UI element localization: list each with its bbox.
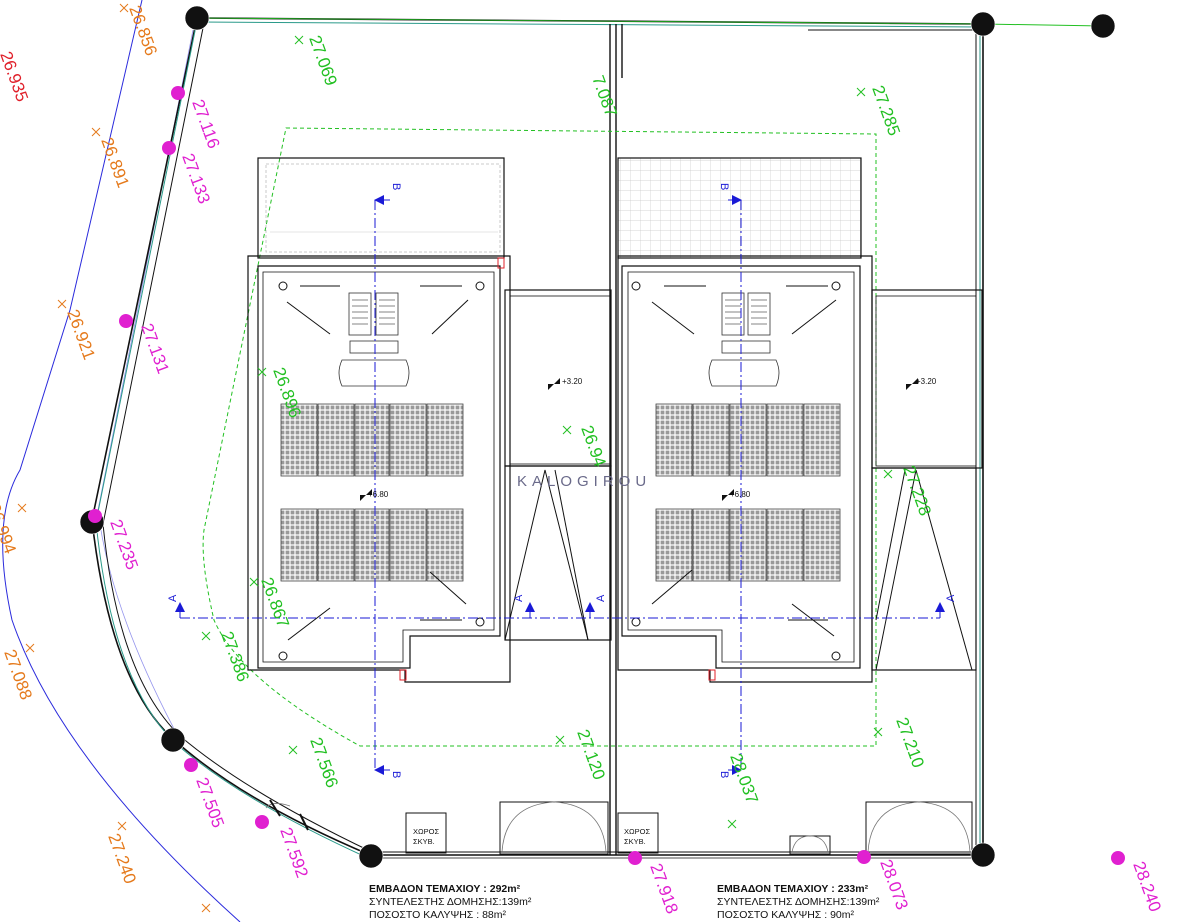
section-label-b: B (390, 771, 402, 778)
bin-label: ΧΩΡΟΣ (413, 827, 439, 836)
elevation-label: 26.94 (577, 423, 609, 469)
section-label-a: A (513, 594, 525, 602)
carport-triangles (504, 469, 973, 671)
building-factor-row: ΣΥΝΤΕΛΕΣΤΗΣ ΔΟΜΗΣΗΣ:139m² (369, 896, 531, 909)
roof-slope-lines (286, 285, 837, 641)
elevation-label: 28.240 (1129, 859, 1165, 914)
coverage-label: ΠΟΣΟΣΤΟ ΚΑΛΥΨΗΣ : (369, 909, 480, 921)
elevation-label: 27.131 (137, 321, 173, 376)
plot-area-label: ΕΜΒΑΔΟΝ ΤΕΜΑΧΙΟΥ : (369, 883, 487, 895)
level-mark: +6.80 (730, 490, 751, 499)
section-label-a: A (167, 594, 179, 602)
building-line-dashed (202, 127, 877, 747)
right-house (617, 157, 983, 683)
coverage-row: ΠΟΣΟΣΤΟ ΚΑΛΥΨΗΣ : 88m² (369, 909, 531, 922)
orange-tick-marks (17, 3, 211, 913)
elevation-label: 26.994 (0, 501, 20, 556)
plot-area-label: ΕΜΒΑΔΟΝ ΤΕΜΑΧΙΟΥ : (717, 883, 835, 895)
red-wall-marks (399, 257, 716, 681)
plot-area-value: 292m² (489, 883, 521, 895)
elevation-label: 27.133 (178, 151, 214, 206)
water-heaters (338, 292, 780, 387)
roof-drains (278, 281, 841, 661)
bin-enclosures (405, 801, 973, 855)
section-label-b: B (718, 771, 730, 778)
building-factor-value: 139m² (501, 896, 532, 908)
section-label-b: B (718, 183, 730, 190)
elevation-label: 26.891 (97, 135, 133, 190)
coverage-label: ΠΟΣΟΣΤΟ ΚΑΛΥΨΗΣ : (717, 909, 828, 921)
elevation-label: 27.592 (276, 825, 312, 880)
party-wall (609, 24, 623, 855)
road-edge-blue-line (2, 0, 241, 922)
building-factor-row: ΣΥΝΤΕΛΕΣΤΗΣ ΔΟΜΗΣΗΣ:139m² (717, 896, 879, 909)
elevation-label: 27.116 (188, 97, 223, 151)
plot-info-left: ΕΜΒΑΔΟΝ ΤΕΜΑΧΙΟΥ : 292m² ΣΥΝΤΕΛΕΣΤΗΣ ΔΟΜ… (369, 883, 531, 922)
right-solar-panels (655, 403, 841, 582)
elevation-label: 26.896 (269, 365, 305, 420)
elevation-label: 27.228 (899, 463, 935, 518)
plot-area-value: 233m² (837, 883, 869, 895)
elevation-label: 27.210 (892, 715, 928, 770)
elevation-label: 27.069 (305, 33, 341, 88)
elevation-label: 26.935 (0, 49, 32, 104)
elevation-label: 26.921 (63, 307, 99, 362)
bin-label: ΣΚΥΒ. (624, 837, 646, 846)
elevation-label: 26.867 (257, 575, 293, 630)
gate-swings (265, 799, 971, 853)
green-spot-marks (201, 35, 893, 829)
level-mark: +3.20 (562, 377, 583, 386)
level-mark: +6.80 (368, 490, 389, 499)
elevation-label: 28.073 (876, 857, 912, 912)
plot-area-row: ΕΜΒΑΔΟΝ ΤΕΜΑΧΙΟΥ : 233m² (717, 883, 879, 896)
section-arrowheads (175, 195, 945, 775)
plot-info-right: ΕΜΒΑΔΟΝ ΤΕΜΑΧΙΟΥ : 233m² ΣΥΝΤΕΛΕΣΤΗΣ ΔΟΜ… (717, 883, 879, 922)
coverage-value: 90m² (830, 909, 854, 921)
building-factor-value: 139m² (849, 896, 880, 908)
level-mark-symbols (360, 378, 918, 501)
elevation-label: 27.566 (306, 735, 342, 790)
building-factor-label: ΣΥΝΤΕΛΕΣΤΗΣ ΔΟΜΗΣΗΣ: (369, 896, 502, 908)
left-solar-panels (280, 403, 464, 582)
elevation-label: 27.088 (0, 647, 36, 702)
elevation-label: 27.918 (646, 861, 682, 916)
brand-watermark: KALOGIROU (517, 473, 651, 490)
section-label-a: A (595, 594, 607, 602)
elevation-label: 27.235 (106, 517, 142, 572)
elevation-label: 27.120 (573, 727, 609, 782)
level-mark: +3.20 (916, 377, 937, 386)
bin-label: ΧΩΡΟΣ (624, 827, 650, 836)
left-terrace-dashed (265, 163, 501, 253)
elevation-label: 28.037 (726, 751, 762, 806)
elevation-label: 27.240 (104, 831, 140, 886)
plot-area-row: ΕΜΒΑΔΟΝ ΤΕΜΑΧΙΟΥ : 292m² (369, 883, 531, 896)
building-factor-label: ΣΥΝΤΕΛΕΣΤΗΣ ΔΟΜΗΣΗΣ: (717, 896, 850, 908)
elevation-label: 27.285 (868, 83, 904, 138)
coverage-row: ΠΟΣΟΣΤΟ ΚΑΛΥΨΗΣ : 90m² (717, 909, 879, 922)
bin-label: ΣΚΥΒ. (413, 837, 435, 846)
magenta-survey-points (88, 86, 1125, 865)
section-label-a: A (945, 594, 957, 602)
section-label-b: B (390, 183, 402, 190)
coverage-value: 88m² (482, 909, 506, 921)
left-house (247, 157, 612, 683)
elevation-label: 27.505 (192, 775, 228, 830)
